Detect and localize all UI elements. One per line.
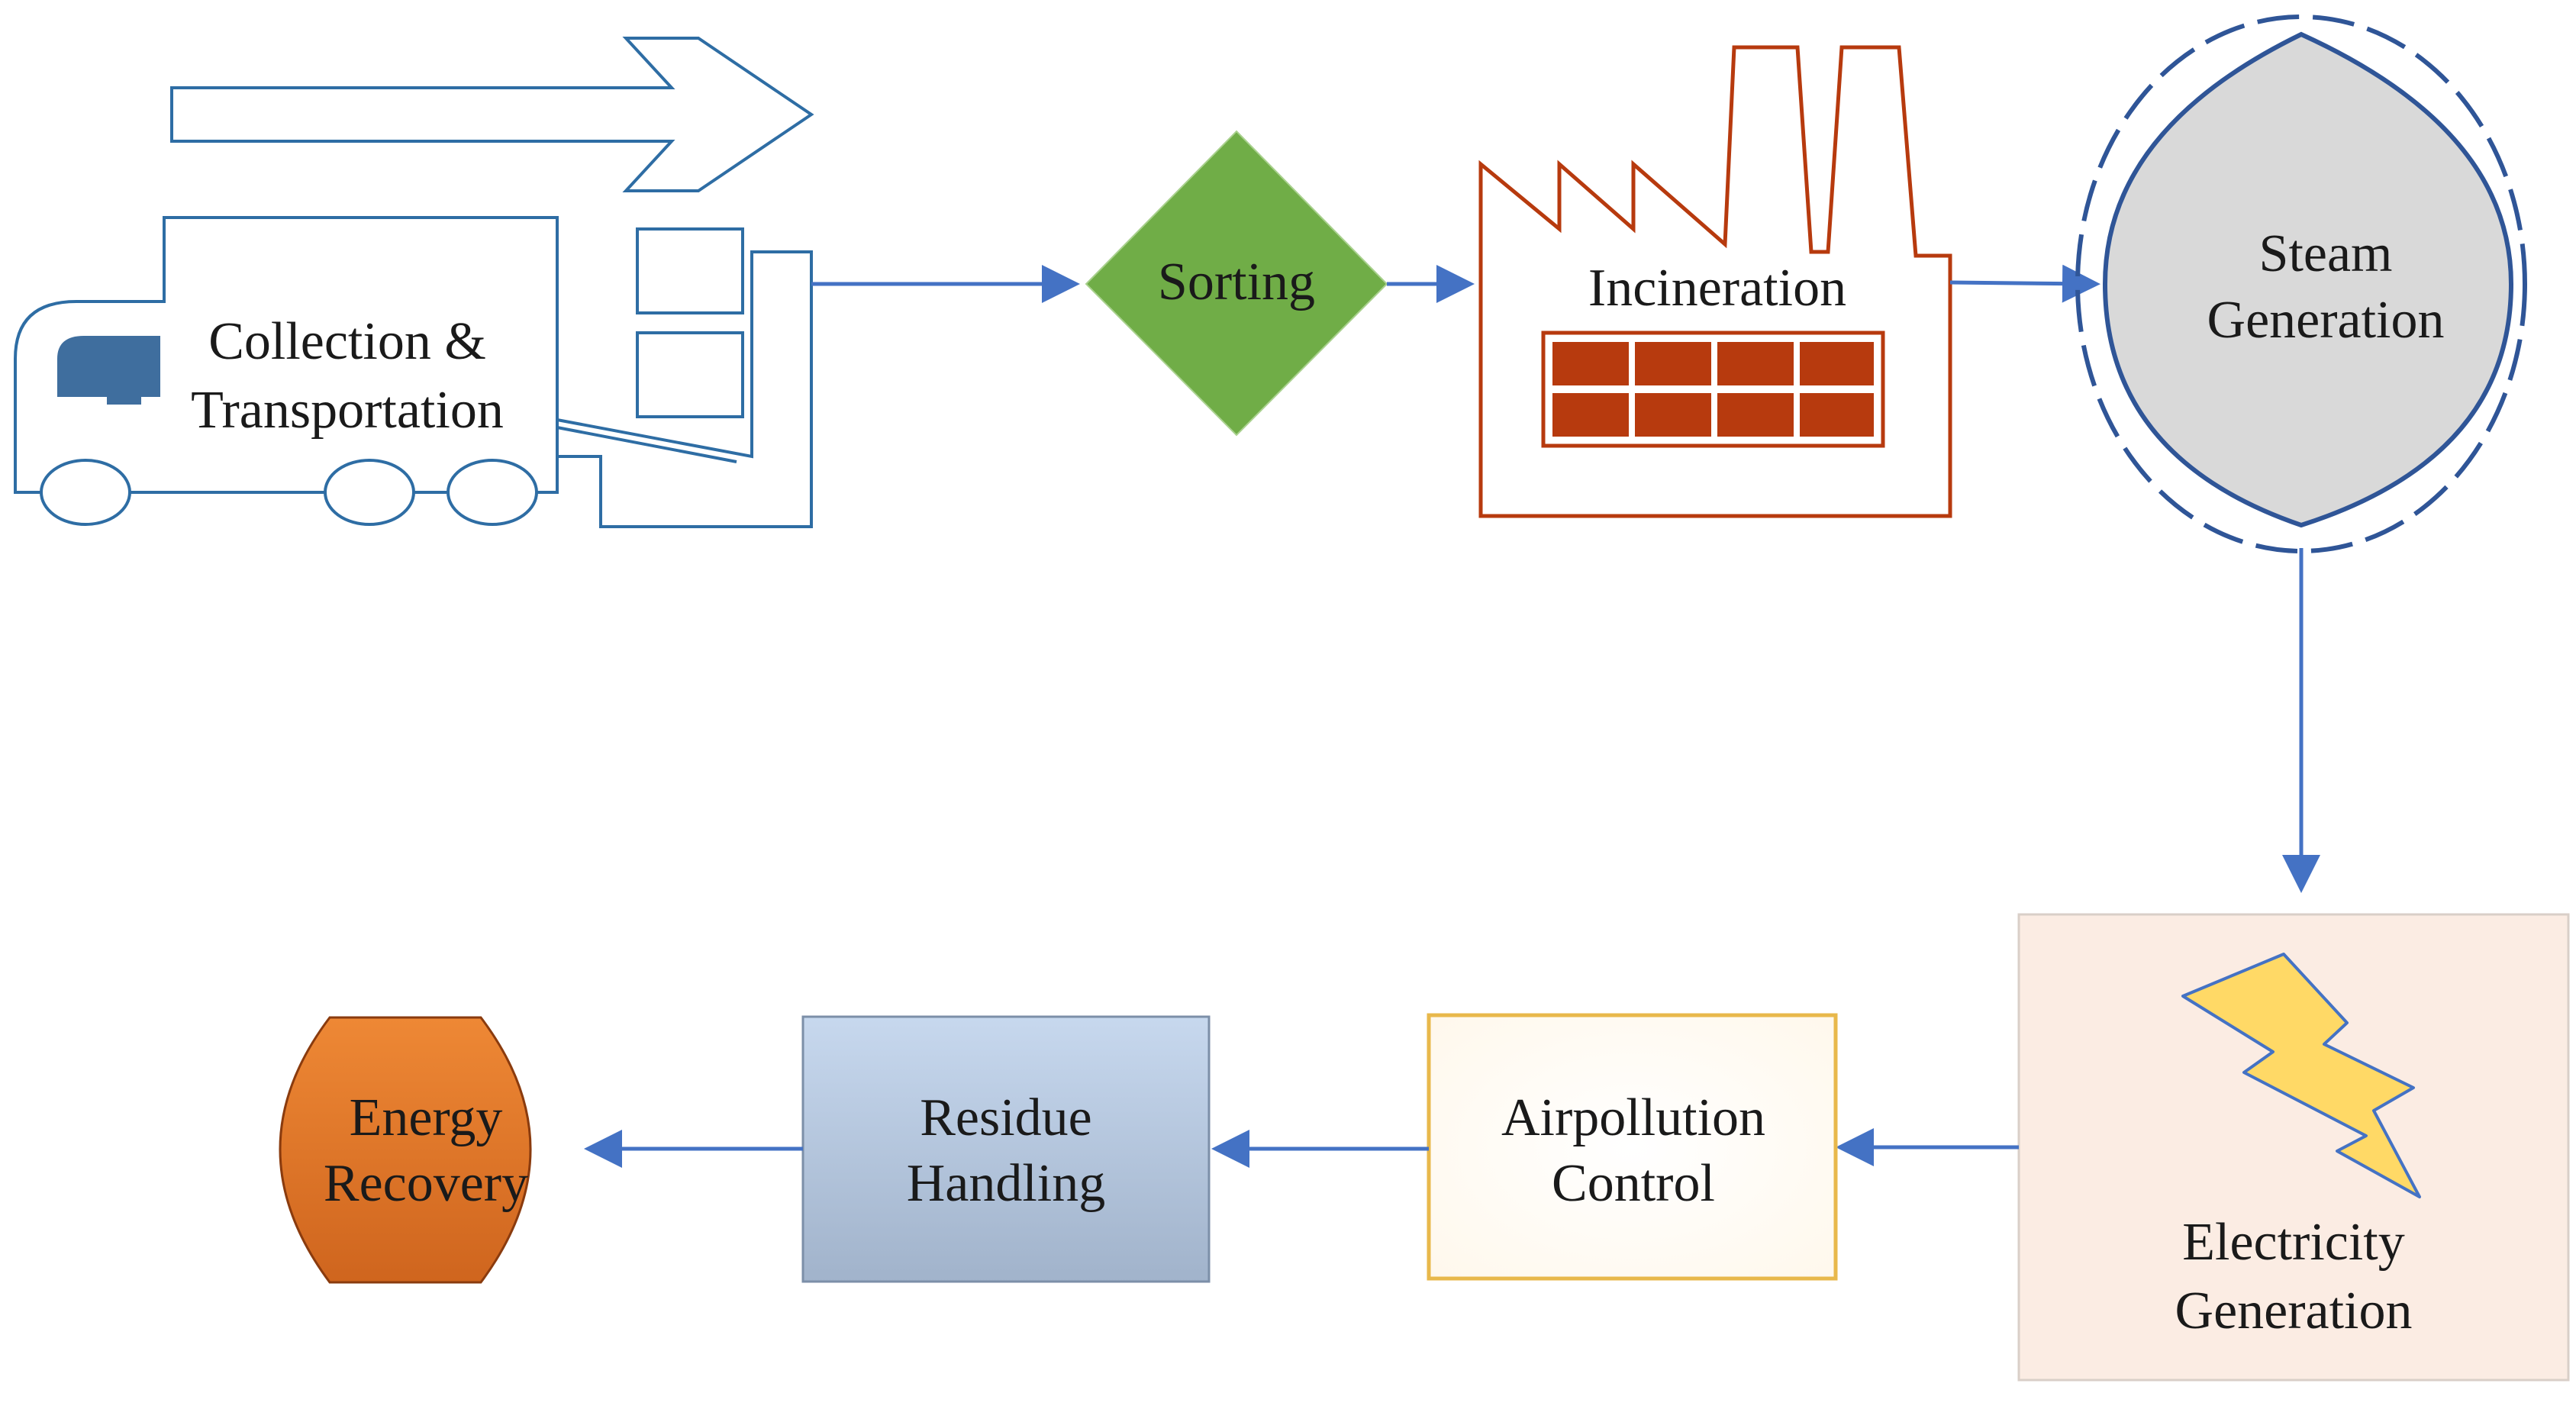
residue-handling-node: Residue Handling: [801, 1015, 1211, 1283]
incineration-label: Incineration: [1588, 259, 1846, 318]
airpollution-box: [1427, 1013, 1838, 1281]
truck-cab-window-icon: [57, 336, 160, 405]
energy-label-line1: Energy: [350, 1088, 503, 1147]
sorting-diamond: [1085, 130, 1388, 437]
electricity-label-line1: Electricity: [2182, 1213, 2405, 1272]
big-arrow-icon: [170, 37, 814, 192]
sorting-node: Sorting: [1085, 130, 1388, 437]
factory-icon: [1478, 45, 1952, 518]
collection-transportation-node: Collection & Transportation: [14, 37, 814, 528]
residue-label-line2: Handling: [907, 1154, 1106, 1213]
airpollution-control-node: Airpollution Control: [1427, 1013, 1838, 1281]
brick-wall-icon: [1541, 331, 1885, 448]
airpollution-label-line1: Airpollution: [1501, 1088, 1765, 1147]
truck-icon: [14, 216, 813, 528]
energy-recovery-node: Energy Recovery: [279, 1016, 532, 1284]
sorting-label: Sorting: [1158, 253, 1315, 311]
arrow-incineration-to-steam: [1949, 264, 2100, 303]
electricity-label-line2: Generation: [2175, 1282, 2413, 1340]
steam-generation-node: Steam Generation: [2075, 15, 2527, 553]
steam-inner-shape: [2102, 31, 2514, 528]
steam-label-line1: Steam: [2259, 224, 2393, 283]
lightning-bolt-icon: [2181, 953, 2421, 1198]
energy-label-line2: Recovery: [324, 1154, 528, 1213]
airpollution-label-line2: Control: [1552, 1154, 1715, 1213]
residue-label-line1: Residue: [920, 1088, 1092, 1147]
incineration-node: Incineration: [1478, 45, 1952, 518]
energy-barrel-shape: [279, 1016, 532, 1284]
residue-box: [801, 1015, 1211, 1283]
electricity-generation-node: Electricity Generation: [2017, 913, 2570, 1382]
steam-label-line2: Generation: [2207, 291, 2445, 350]
collection-label-line1: Collection &: [208, 312, 486, 371]
collection-label-line2: Transportation: [191, 381, 504, 440]
steam-outer-dashed-ring: [2075, 15, 2527, 553]
